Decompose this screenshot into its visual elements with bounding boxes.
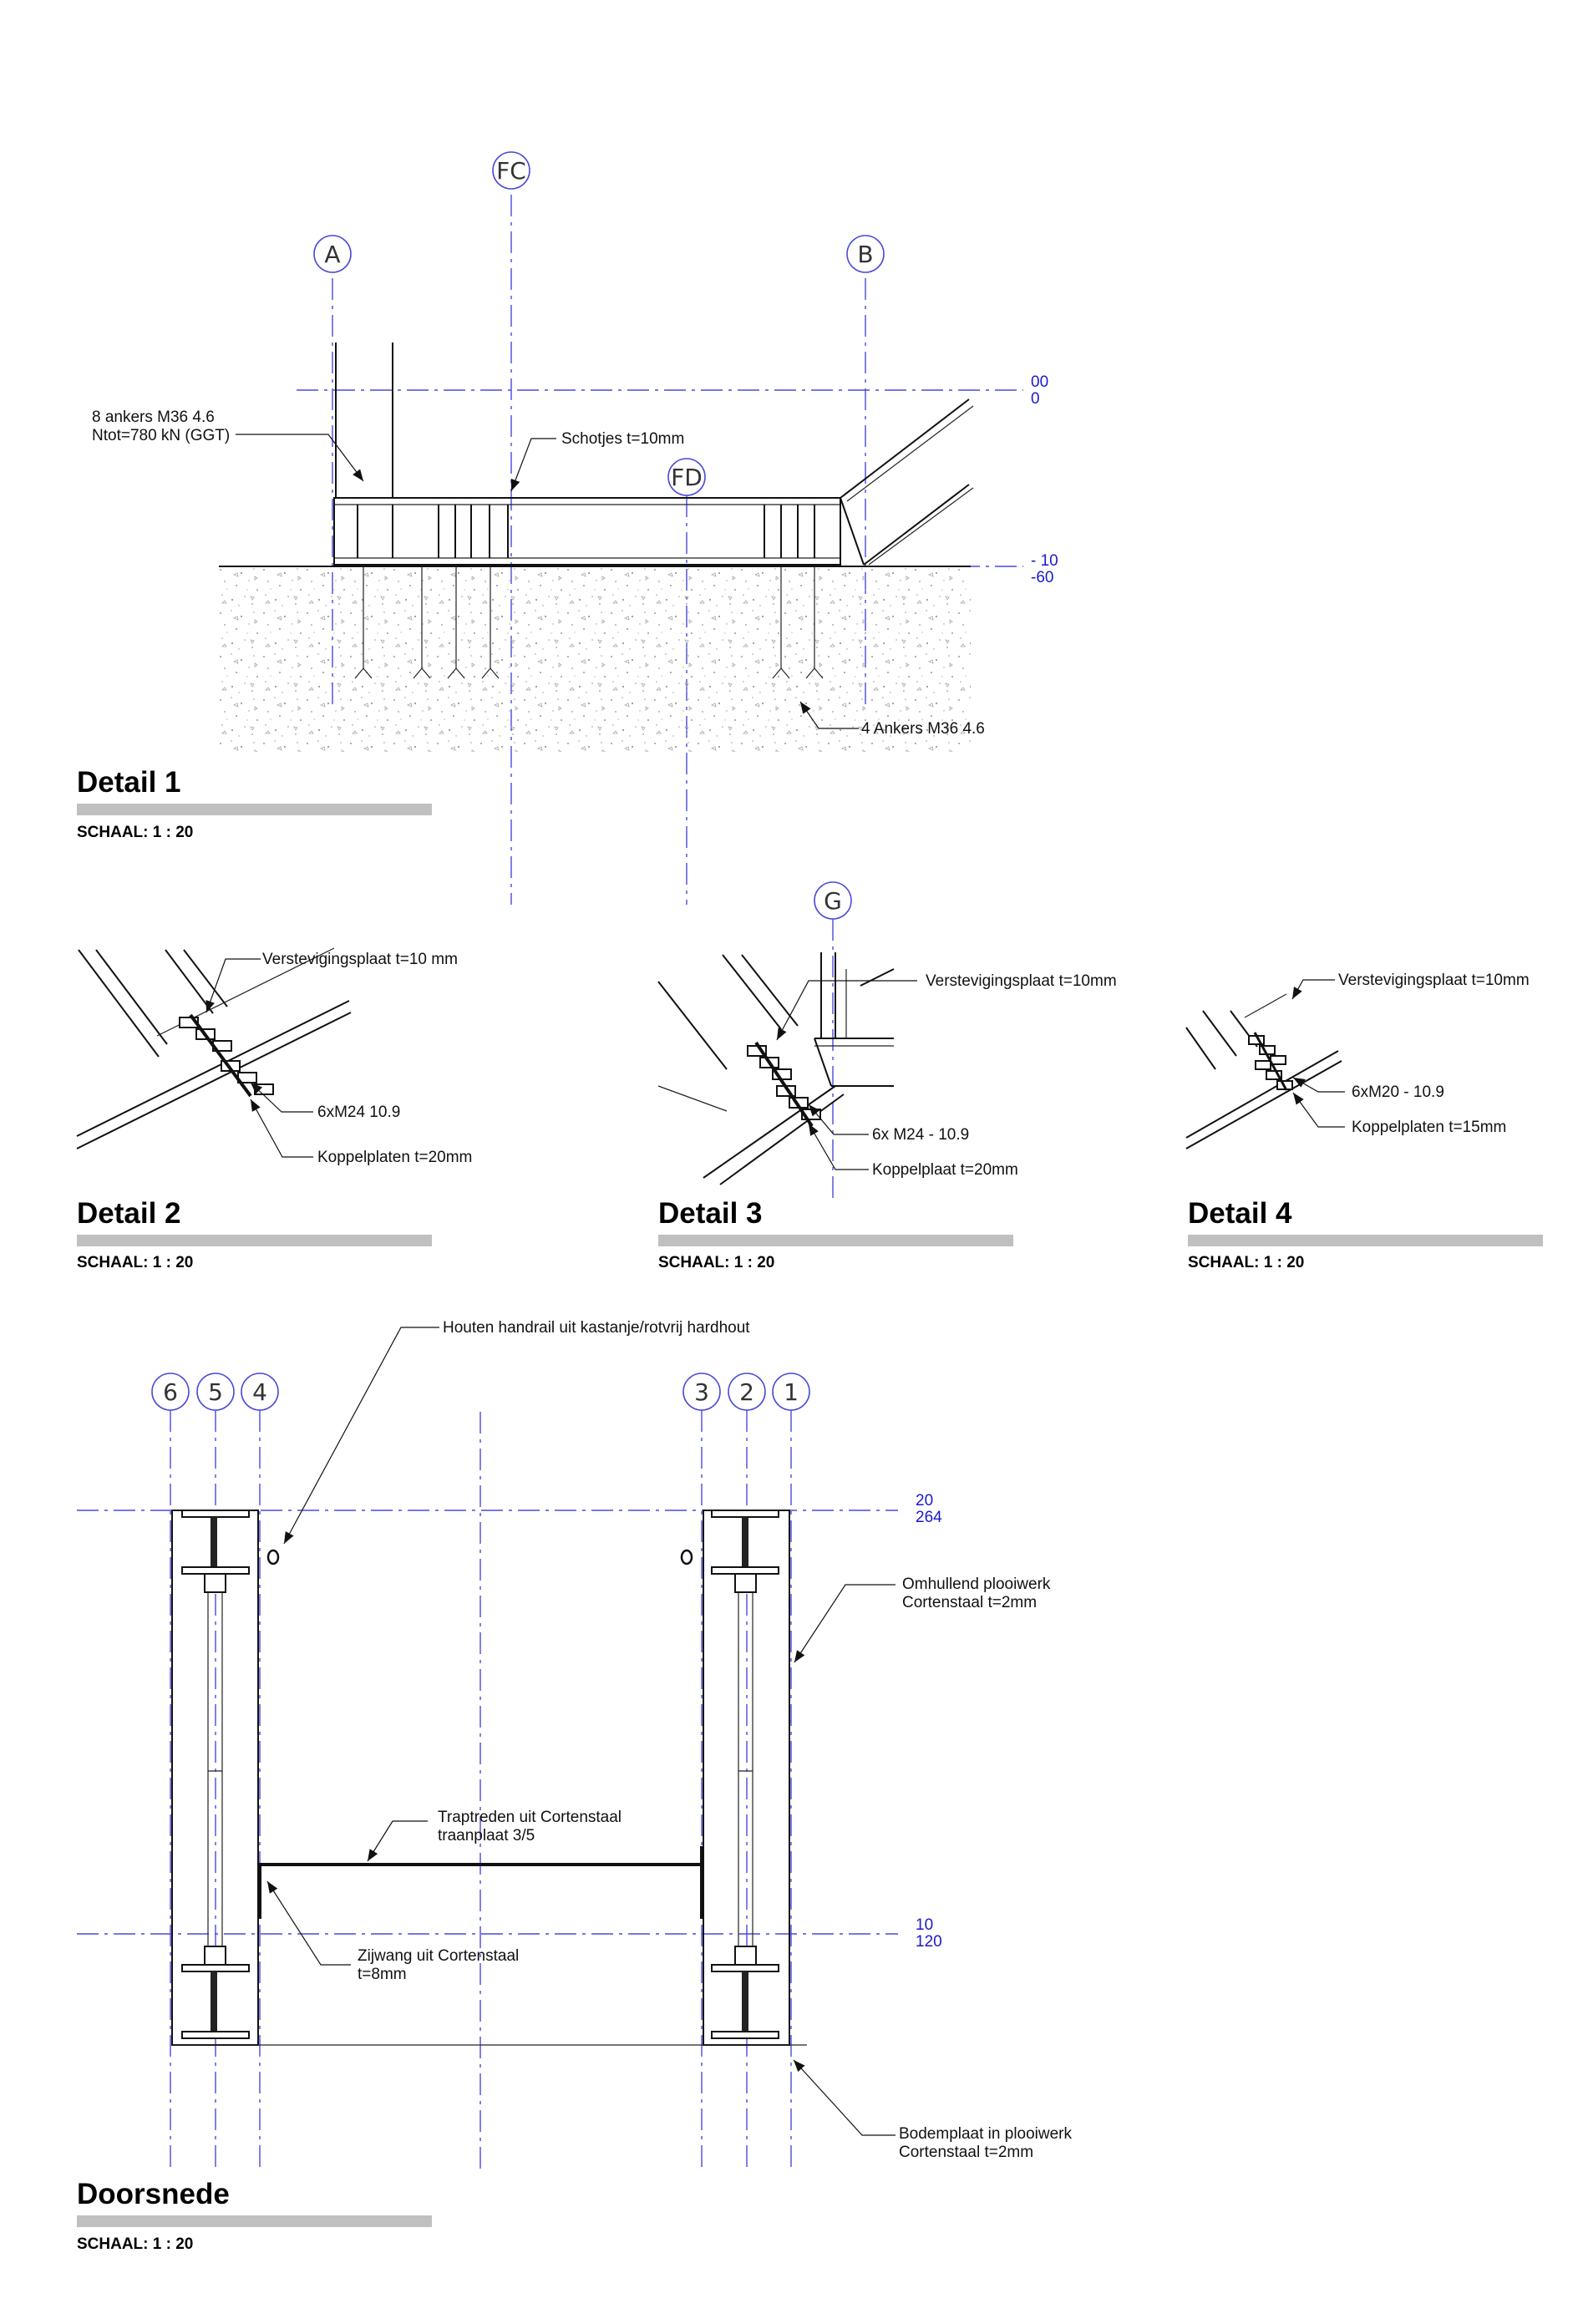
plates-note: Schotjes t=10mm [561, 430, 684, 448]
svg-text:2: 2 [739, 1378, 754, 1406]
detail-2-coupling-note: Koppelplaten t=20mm [317, 1149, 472, 1166]
cladding-note-line1: Omhullend plooiwerk [902, 1576, 1051, 1593]
section-grid-lines [77, 1410, 898, 2172]
detail-2: Verstevigingsplaat t=10 mm 6xM24 10.9 Ko… [76, 947, 472, 1271]
level-bottom-a: - 10 [1031, 552, 1058, 570]
detail-3-title-bar [658, 1235, 1013, 1246]
detail-4-members [1185, 993, 1342, 1149]
detail-3-scale: SCHAAL: 1 : 20 [658, 1254, 774, 1271]
svg-text:FC: FC [496, 157, 526, 185]
detail-3-plate-note: Verstevigingsplaat t=10mm [926, 972, 1117, 990]
grid-bubble-4: 4 [241, 1373, 279, 1411]
handrail-left [266, 1549, 280, 1565]
grid-bubble-a: A [313, 235, 352, 273]
detail-1-title-bar [77, 804, 432, 815]
section-level-bottom-a: 10 [916, 1916, 933, 1934]
detail-4-coupling-note: Koppelplaten t=15mm [1352, 1119, 1506, 1136]
detail-4-bolts-note: 6xM20 - 10.9 [1352, 1083, 1444, 1101]
section-level-bottom-b: 120 [916, 1933, 942, 1951]
detail-1-scale: SCHAAL: 1 : 20 [77, 824, 193, 841]
detail-2-plate-note: Verstevigingsplaat t=10 mm [262, 951, 458, 968]
detail-3-coupling-note: Koppelplaat t=20mm [872, 1161, 1018, 1179]
grid-bubble-5: 5 [196, 1373, 235, 1411]
cladding-note-line2: Cortenstaal t=2mm [902, 1594, 1037, 1611]
detail-4-title-bar [1188, 1235, 1543, 1246]
grid-bubble-2: 2 [728, 1373, 766, 1411]
detail-4-bolt-group [1248, 1032, 1293, 1091]
grid-bubble-g: G [814, 881, 852, 920]
column-posts [335, 343, 393, 498]
svg-text:A: A [324, 241, 340, 268]
svg-text:4: 4 [252, 1378, 267, 1406]
detail-3: G Verstevigingsplaa [657, 881, 1117, 1271]
detail-3-bolt-group [747, 1041, 821, 1128]
detail-2-bolts-note: 6xM24 10.9 [317, 1104, 400, 1121]
handrail-note: Houten handrail uit kastanje/rotvrij har… [443, 1319, 750, 1337]
section-title: Doorsnede [77, 2178, 230, 2210]
tread-note-line1: Traptreden uit Cortenstaal [438, 1809, 622, 1826]
detail-2-scale: SCHAAL: 1 : 20 [77, 1254, 193, 1271]
detail-4: Verstevigingsplaat t=10mm 6xM20 - 10.9 K… [1185, 972, 1543, 1271]
grid-bubble-6: 6 [151, 1373, 190, 1411]
grid-bubble-1: 1 [772, 1373, 810, 1411]
detail-2-members [76, 947, 352, 1149]
detail-4-title: Detail 4 [1188, 1197, 1292, 1230]
detail-1-grid-lines [297, 195, 1023, 905]
anchor-note-line2: Ntot=780 kN (GGT) [92, 427, 230, 444]
grid-bubble-3: 3 [682, 1373, 721, 1411]
detail-2-bolt-group [179, 1013, 274, 1098]
grid-bubble-b: B [846, 235, 885, 273]
detail-4-scale: SCHAAL: 1 : 20 [1188, 1254, 1304, 1271]
section-title-bar [77, 2215, 432, 2227]
svg-text:5: 5 [208, 1378, 223, 1406]
detail-1: FC A B FD [77, 151, 1058, 905]
left-stringer [171, 1510, 259, 2046]
svg-text:3: 3 [694, 1378, 709, 1406]
section-level-top-b: 264 [916, 1509, 942, 1526]
section-level-top-a: 20 [916, 1492, 933, 1510]
detail-3-title: Detail 3 [658, 1197, 763, 1230]
base-note-line1: Bodemplaat in plooiwerk [899, 2125, 1073, 2143]
svg-text:6: 6 [163, 1378, 178, 1406]
detail-3-members [657, 952, 895, 1185]
base-note-line2: Cortenstaal t=2mm [899, 2144, 1033, 2161]
level-bottom-b: -60 [1031, 569, 1053, 586]
grid-bubble-fc: FC [492, 151, 530, 190]
base-beam [333, 398, 974, 566]
stringer-note-line2: t=8mm [358, 1966, 407, 1983]
concrete-foundation [219, 568, 971, 752]
handrail-right [680, 1549, 693, 1565]
detail-3-bolts-note: 6x M24 - 10.9 [872, 1126, 969, 1144]
svg-text:G: G [824, 887, 842, 915]
level-top-a: 00 [1031, 373, 1048, 391]
svg-text:FD: FD [671, 464, 703, 491]
stiffener-plates [357, 505, 815, 558]
section-scale: SCHAAL: 1 : 20 [77, 2235, 193, 2253]
detail-2-title: Detail 2 [77, 1197, 181, 1230]
svg-text:1: 1 [784, 1378, 799, 1406]
anchor-bolts [354, 566, 824, 679]
stringer-note-line1: Zijwang uit Cortenstaal [358, 1947, 519, 1965]
anchor-note-line1: 8 ankers M36 4.6 [92, 408, 215, 426]
tread-note-line2: traanplaat 3/5 [438, 1827, 535, 1844]
section-view: 6 5 4 3 2 1 [77, 1319, 1073, 2253]
detail-4-plate-note: Verstevigingsplaat t=10mm [1338, 972, 1530, 989]
detail-1-title: Detail 1 [77, 766, 181, 799]
detail-2-title-bar [77, 1235, 432, 1246]
level-top-b: 0 [1031, 390, 1040, 408]
grid-bubble-fd: FD [667, 458, 706, 496]
svg-text:B: B [857, 241, 873, 268]
anchors-note: 4 Ankers M36 4.6 [861, 720, 985, 738]
